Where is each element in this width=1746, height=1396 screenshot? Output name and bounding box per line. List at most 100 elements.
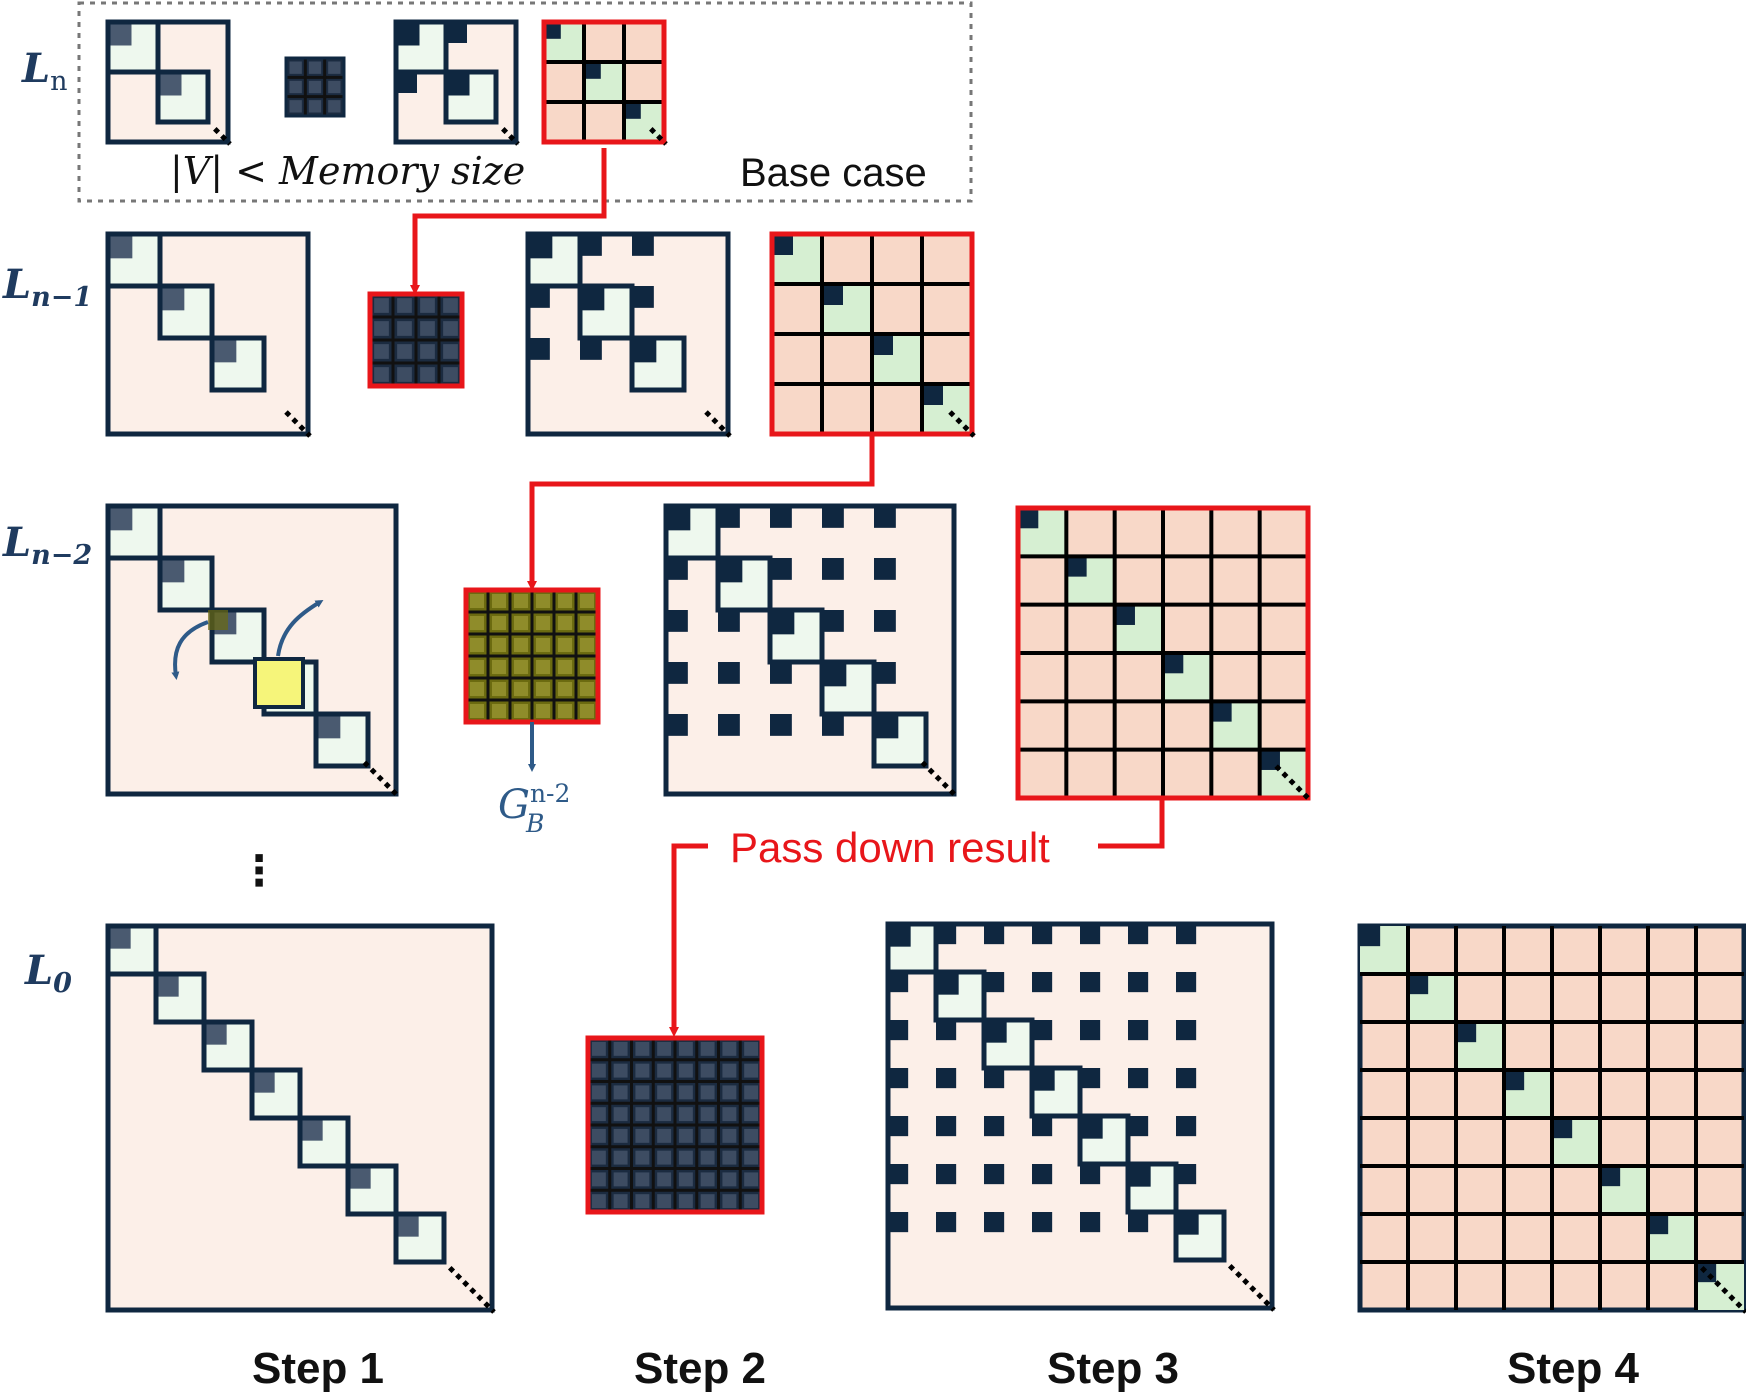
cell: [591, 1107, 606, 1122]
cell: [535, 659, 551, 675]
diag-corner: [1082, 1118, 1103, 1139]
diag-corner: [302, 1120, 323, 1141]
cell: [657, 1063, 672, 1078]
diag-corner: [584, 62, 601, 79]
cell: [513, 659, 529, 675]
diagonal-dots: [1274, 764, 1312, 802]
cell: [591, 1150, 606, 1165]
cell: [420, 367, 435, 382]
cell: [579, 681, 595, 697]
diag-corner: [1163, 653, 1184, 674]
cell: [469, 637, 485, 653]
diag-corner: [110, 24, 132, 46]
cell: [678, 1128, 693, 1143]
offdiag-block: [718, 714, 740, 736]
offdiag-block: [770, 714, 792, 736]
step-3-label: Step 3: [1047, 1344, 1179, 1393]
diag-corner: [214, 340, 237, 363]
cell: [722, 1172, 737, 1187]
diag-corner: [254, 1072, 275, 1093]
cell: [397, 344, 412, 359]
cell: [469, 615, 485, 631]
cell: [591, 1063, 606, 1078]
diag-block: [577, 283, 635, 341]
cell: [700, 1063, 715, 1078]
cell: [678, 1107, 693, 1122]
cell: [491, 593, 507, 609]
cell: [722, 1063, 737, 1078]
cell: [591, 1128, 606, 1143]
ln-step4-matrix: [541, 19, 667, 145]
pass-down-arrow-ln2: [669, 843, 708, 1037]
diag-corner: [1648, 1214, 1669, 1235]
cell: [678, 1194, 693, 1209]
diag-block: [1173, 1209, 1227, 1263]
offdiag-block: [936, 1068, 957, 1089]
diag-corner: [938, 974, 959, 995]
offdiag-block: [1032, 1116, 1053, 1137]
diag-corner: [448, 74, 470, 96]
offdiag-block: [936, 1020, 957, 1041]
level-label-ln1: Ln−1: [2, 261, 92, 313]
diag-block: [1125, 1161, 1179, 1215]
diag-corner: [772, 612, 795, 635]
diag-corner: [772, 234, 793, 255]
cell: [513, 681, 529, 697]
offdiag-block: [1128, 924, 1149, 945]
diagonal-dots: [649, 127, 668, 146]
diag-corner: [890, 926, 911, 947]
cell: [700, 1041, 715, 1056]
offdiag-block: [822, 558, 844, 580]
offdiag-block: [1176, 924, 1197, 945]
cell: [491, 615, 507, 631]
cell: [700, 1194, 715, 1209]
diag-corner: [986, 1022, 1007, 1043]
cell: [443, 321, 458, 336]
diag-corner: [922, 384, 943, 405]
offdiag-block: [580, 234, 602, 256]
diag-corner: [544, 22, 561, 39]
cell: [613, 1150, 628, 1165]
cell: [722, 1194, 737, 1209]
diag-corner: [1408, 974, 1429, 995]
offdiag-block: [888, 1164, 909, 1185]
cell: [613, 1107, 628, 1122]
cell: [491, 659, 507, 675]
cell: [374, 344, 389, 359]
diag-corner: [1259, 749, 1280, 770]
cell: [289, 80, 302, 94]
offdiag-block: [666, 610, 688, 632]
diag-corner: [1696, 1262, 1717, 1283]
cell: [374, 298, 389, 313]
cell: [613, 1063, 628, 1078]
cell: [722, 1150, 737, 1165]
cell: [469, 593, 485, 609]
offdiag-block: [1032, 972, 1053, 993]
diag-corner: [720, 560, 743, 583]
cell: [635, 1150, 650, 1165]
diagonal-dots: [213, 127, 232, 146]
offdiag-block: [984, 924, 1005, 945]
base-case-box: [77, 1, 973, 203]
cell: [635, 1172, 650, 1187]
cell: [328, 100, 341, 113]
arrows-layer: [171, 148, 1165, 1037]
level-label-ln-sub: n: [50, 66, 67, 97]
pass-down-arrow-ln: [410, 148, 607, 295]
step-1-label: Step 1: [252, 1344, 384, 1393]
diag-corner: [398, 1216, 419, 1237]
matrix-frame: [585, 1035, 765, 1215]
diag-block: [209, 607, 267, 665]
cell: [535, 637, 551, 653]
cell: [308, 80, 322, 94]
cell: [657, 1150, 672, 1165]
cell: [579, 659, 595, 675]
cell: [744, 1041, 759, 1056]
cell: [513, 637, 529, 653]
cell: [613, 1085, 628, 1100]
offdiag-block: [874, 506, 896, 528]
offdiag-block: [936, 924, 957, 945]
diag-corner: [582, 288, 605, 311]
offdiag-block: [718, 610, 740, 632]
offdiag-block: [936, 1212, 957, 1233]
